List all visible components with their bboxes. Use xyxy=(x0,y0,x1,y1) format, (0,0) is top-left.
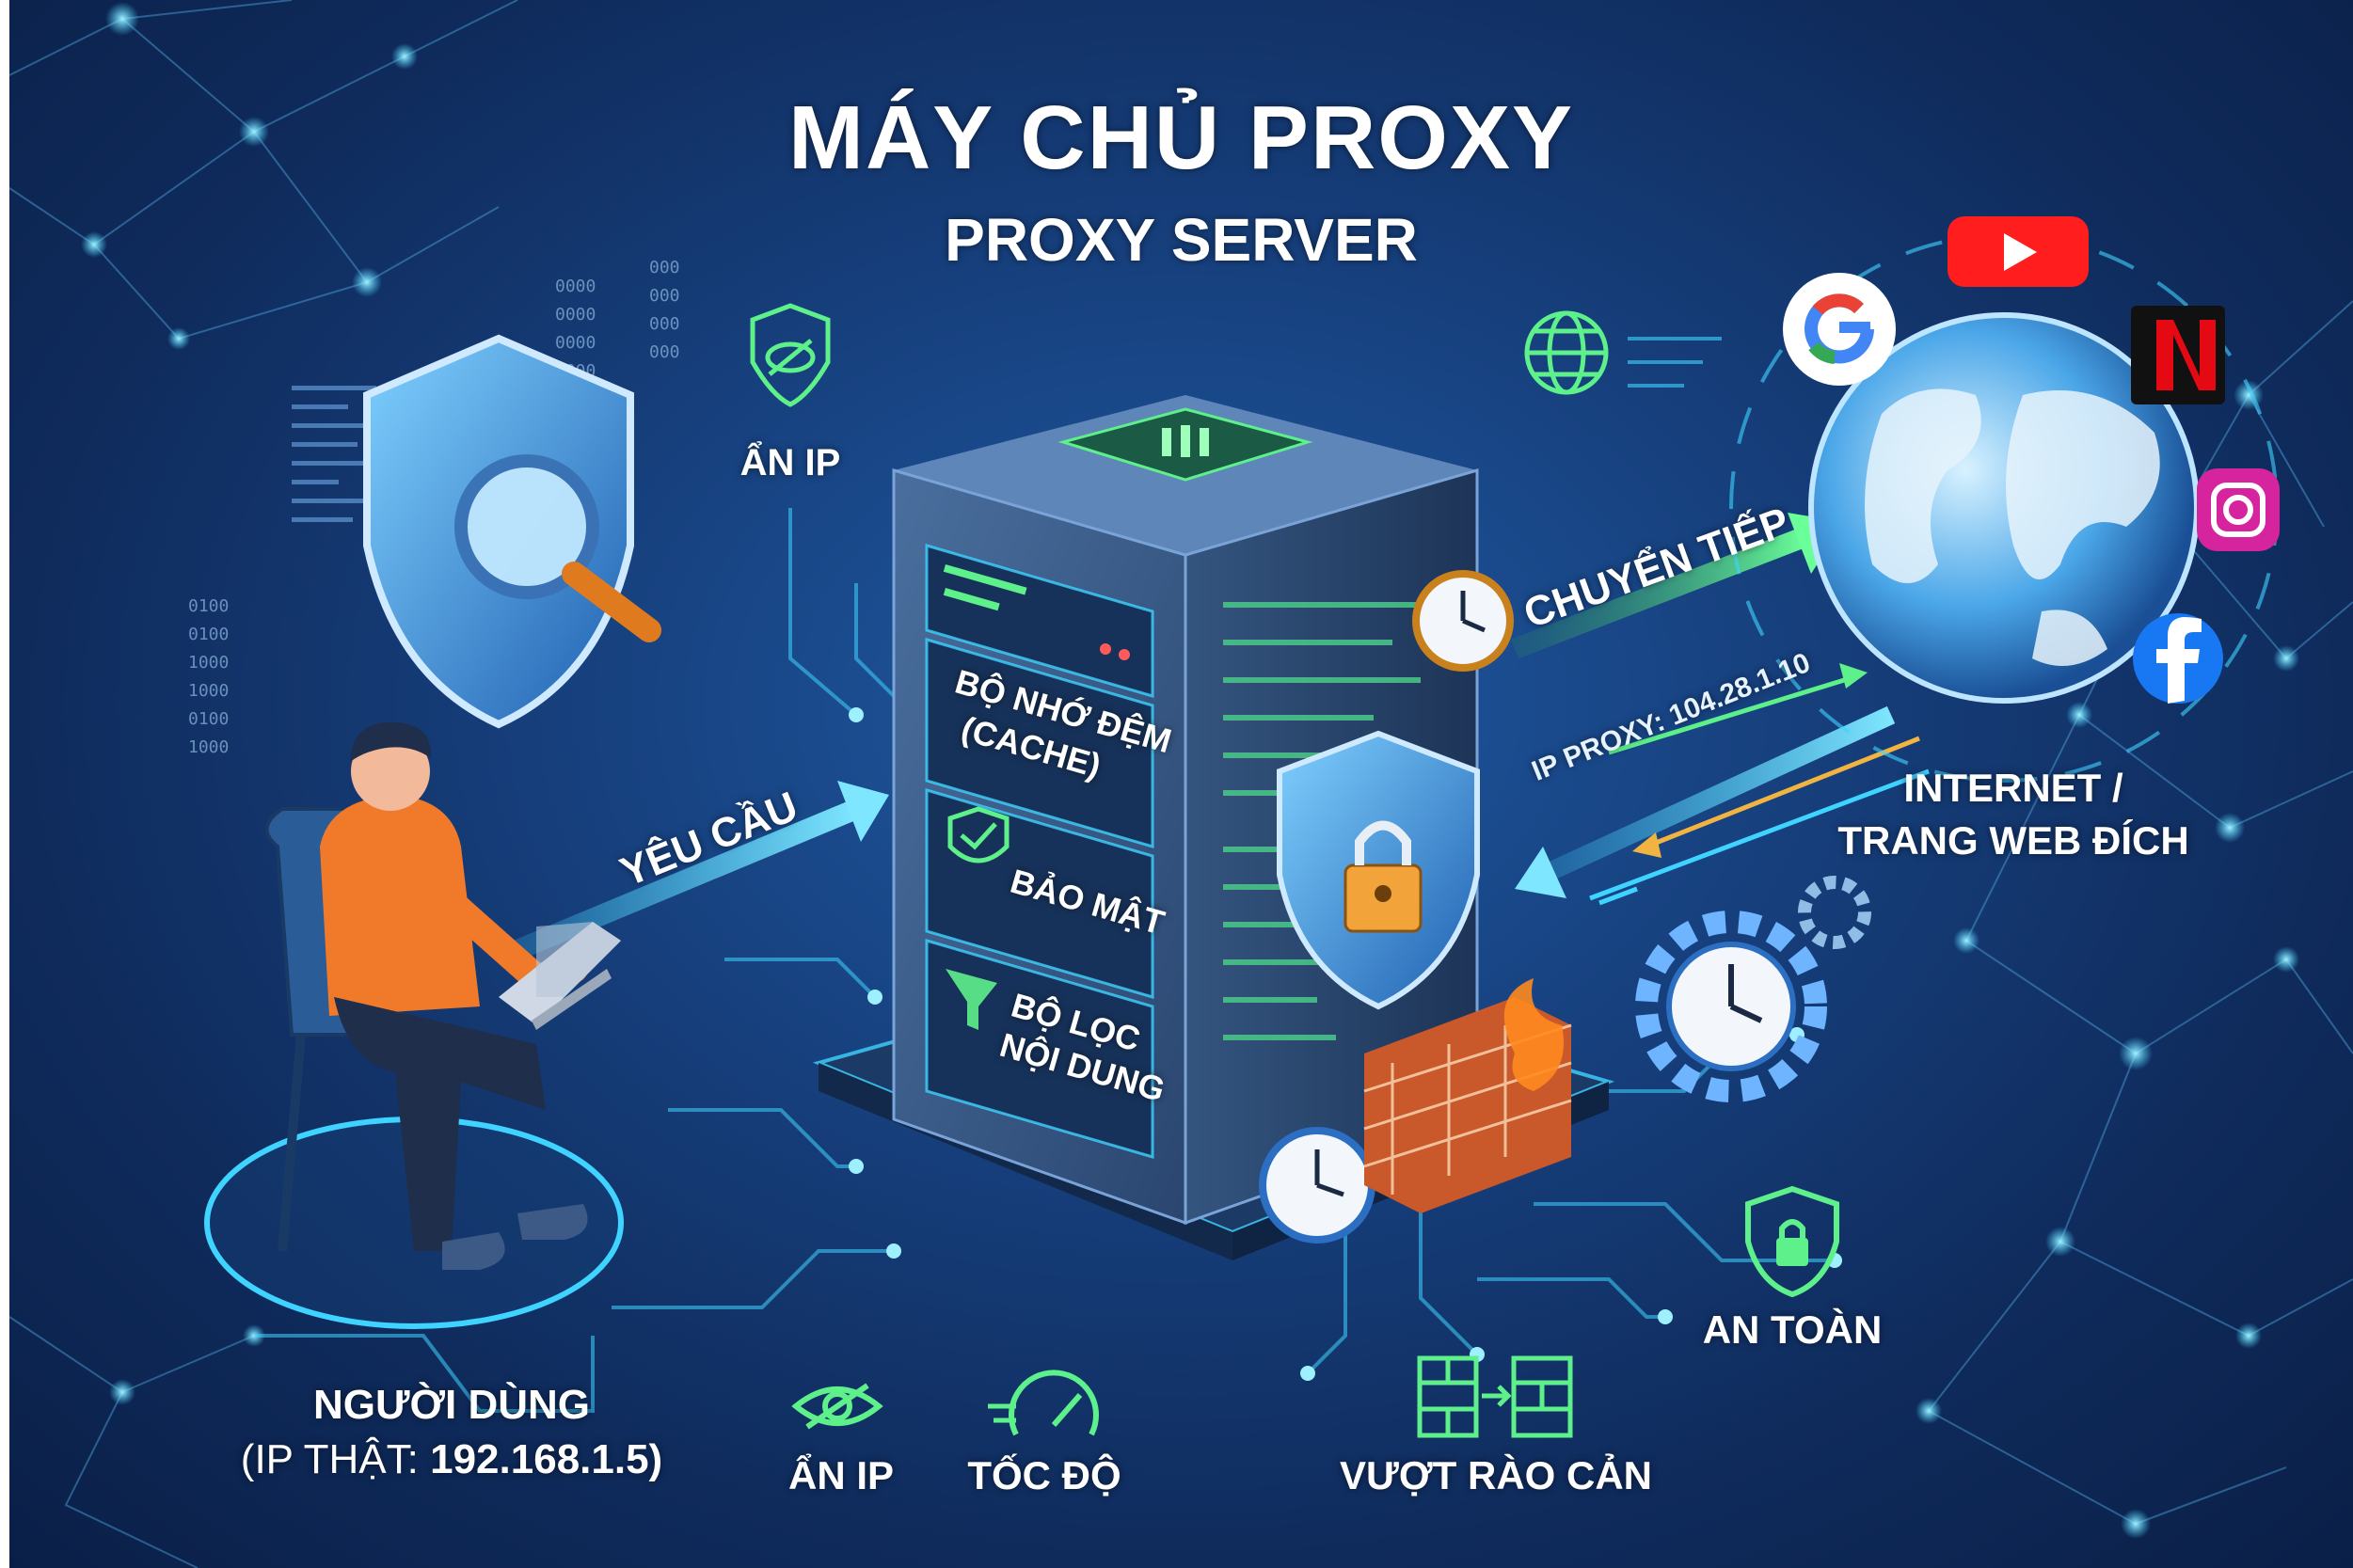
hide-ip-label-bottom: ẨN IP xyxy=(787,1453,895,1497)
globe-icon xyxy=(1729,233,2279,783)
page-subtitle: PROXY SERVER xyxy=(945,206,1418,274)
user-ip-value: 192.168.1.5) xyxy=(430,1436,663,1482)
user-label: NGƯỜI DÙNG (IP THẬT: 192.168.1.5) xyxy=(241,1378,662,1487)
svg-text:000: 000 xyxy=(649,314,680,334)
svg-text:000: 000 xyxy=(649,286,680,306)
server-front-panels xyxy=(925,544,1154,1159)
internet-label-line2: TRANG WEB ĐÍCH xyxy=(1837,818,2189,863)
brick-wall-icon xyxy=(1416,1354,1576,1439)
lock-shield-icon xyxy=(1277,730,1480,1010)
google-icon xyxy=(1783,273,1896,386)
safe-label: AN TOÀN xyxy=(1702,1307,1883,1352)
netflix-icon xyxy=(2131,306,2225,404)
speed-label: TỐC ĐỘ xyxy=(967,1453,1121,1497)
data-bars xyxy=(292,386,395,522)
svg-text:0000: 0000 xyxy=(555,305,596,325)
svg-text:000: 000 xyxy=(649,342,680,362)
eye-shield-icon-top xyxy=(750,303,831,407)
speedometer-icon xyxy=(988,1369,1101,1444)
user-figure xyxy=(264,721,621,1270)
globe-icon-top xyxy=(1524,310,1609,395)
svg-text:1000: 1000 xyxy=(188,681,229,701)
hide-ip-label-top: ẨN IP xyxy=(739,442,841,483)
svg-text:0000: 0000 xyxy=(555,277,596,296)
firewall-icon xyxy=(1363,978,1572,1213)
page-title: MÁY CHỦ PROXY xyxy=(787,87,1574,188)
svg-text:1000: 1000 xyxy=(188,737,229,757)
user-ip-label: (IP THẬT: 192.168.1.5) xyxy=(241,1433,662,1487)
svg-text:000: 000 xyxy=(649,258,680,277)
user-ip-prefix: (IP THẬT: xyxy=(240,1436,431,1482)
internet-label: INTERNET / TRANG WEB ĐÍCH xyxy=(1837,762,2188,867)
youtube-icon xyxy=(1948,216,2089,287)
bypass-label: VƯỢT RÀO CẢN xyxy=(1339,1453,1653,1497)
lock-shield-icon-small xyxy=(1741,1185,1844,1298)
svg-text:1000: 1000 xyxy=(188,653,229,673)
svg-text:0100: 0100 xyxy=(188,709,229,729)
svg-text:0100: 0100 xyxy=(188,625,229,644)
gear-clock-icon xyxy=(1635,876,1871,1102)
facebook-icon xyxy=(2133,613,2223,704)
svg-text:0100: 0100 xyxy=(188,596,229,616)
response-arrow xyxy=(1515,705,1896,898)
clock-icon-lower xyxy=(1259,1127,1375,1243)
svg-text:0000: 0000 xyxy=(555,333,596,353)
internet-label-line1: INTERNET / xyxy=(1903,766,2123,810)
clock-icon-upper xyxy=(1412,570,1514,672)
shield-magnifier-icon xyxy=(363,334,661,729)
instagram-icon xyxy=(2197,468,2280,551)
data-lines xyxy=(1589,663,1930,906)
eye-icon xyxy=(790,1378,884,1434)
user-name-label: NGƯỜI DÙNG xyxy=(312,1382,591,1428)
